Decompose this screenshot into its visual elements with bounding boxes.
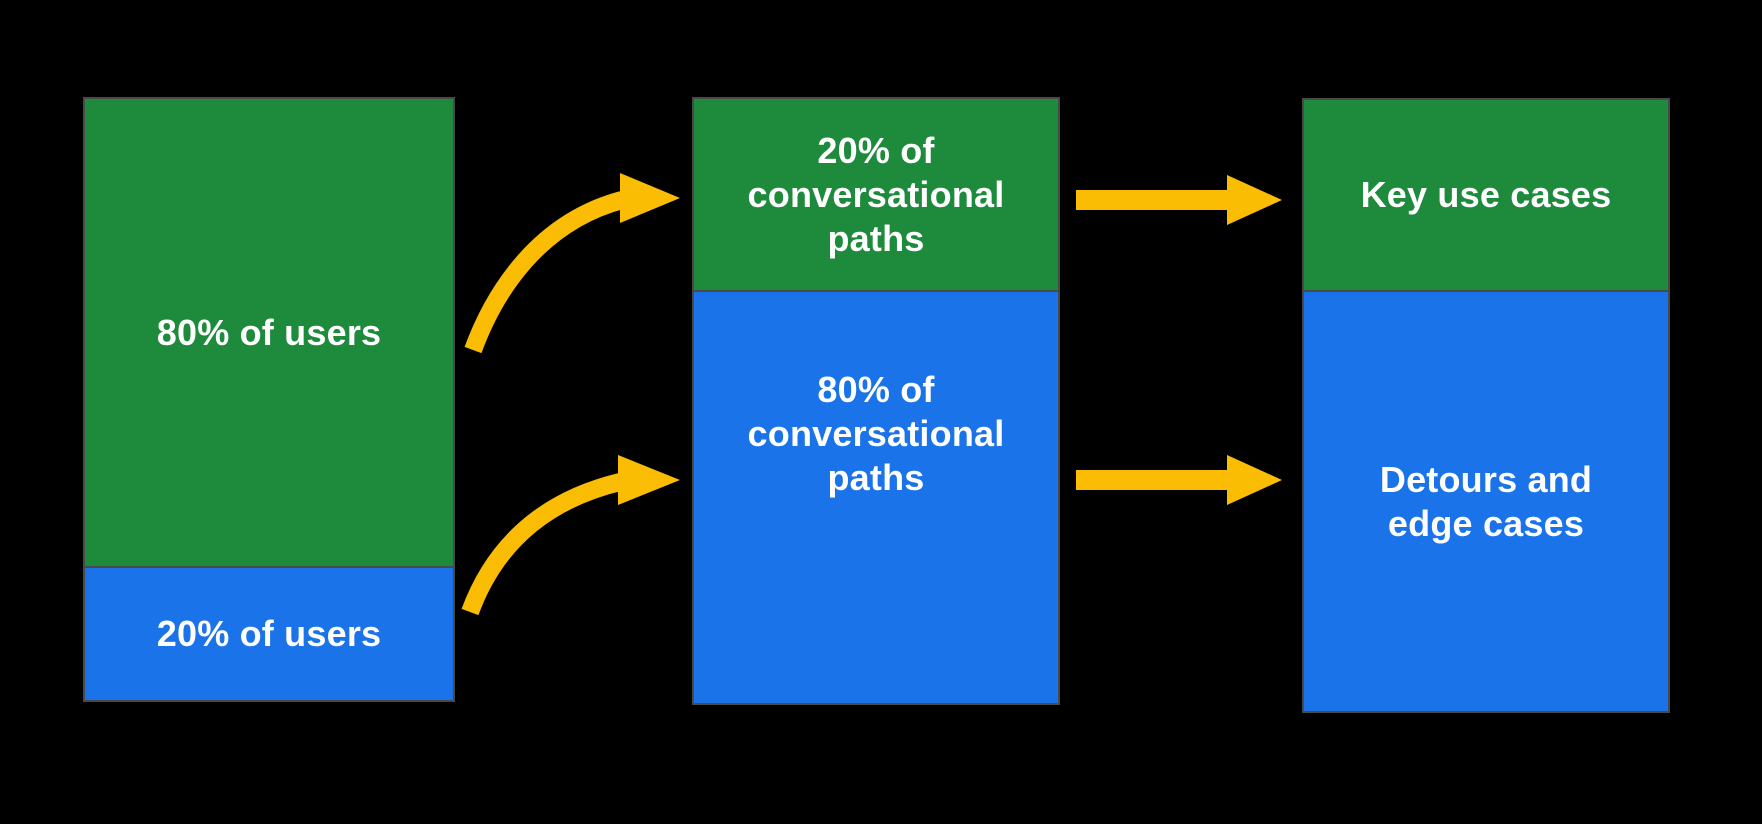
label-20-percent-of-conversational-paths: 20% of conversational paths	[747, 129, 1005, 259]
segment-paths-green: 20% of conversational paths	[694, 99, 1058, 290]
bar-use-cases: Key use cases Detours and edge cases	[1302, 98, 1670, 713]
curved-arrow-top-shaft	[464, 191, 625, 354]
label-20-percent-of-users: 20% of users	[156, 613, 382, 654]
bar-users: 80% of users 20% of users	[83, 97, 455, 702]
curved-arrow-top-head	[620, 173, 680, 223]
label-80-percent-of-users: 80% of users	[156, 311, 382, 353]
segment-users-blue: 20% of users	[85, 566, 453, 700]
straight-arrow-top-head	[1227, 175, 1282, 225]
curved-arrow-users-green-to-paths-green-icon	[464, 173, 680, 354]
label-detours-and-edge-cases: Detours and edge cases	[1379, 458, 1593, 544]
label-key-use-cases: Key use cases	[1360, 174, 1612, 215]
straight-arrow-bottom-head	[1227, 455, 1282, 505]
straight-arrow-paths-green-to-key-use-cases-icon	[1076, 175, 1282, 225]
segment-users-green: 80% of users	[85, 99, 453, 566]
bar-conversational-paths: 20% of conversational paths 80% of conve…	[692, 97, 1060, 705]
curved-arrow-users-blue-to-paths-blue-icon	[461, 455, 680, 616]
segment-cases-blue: Detours and edge cases	[1304, 290, 1668, 711]
straight-arrow-paths-blue-to-detours-icon	[1076, 455, 1282, 505]
curved-arrow-bottom-shaft	[461, 473, 623, 616]
curved-arrow-bottom-head	[618, 455, 680, 505]
segment-cases-green: Key use cases	[1304, 100, 1668, 290]
label-80-percent-of-conversational-paths: 80% of conversational paths	[747, 369, 1005, 498]
segment-paths-blue: 80% of conversational paths	[694, 290, 1058, 703]
